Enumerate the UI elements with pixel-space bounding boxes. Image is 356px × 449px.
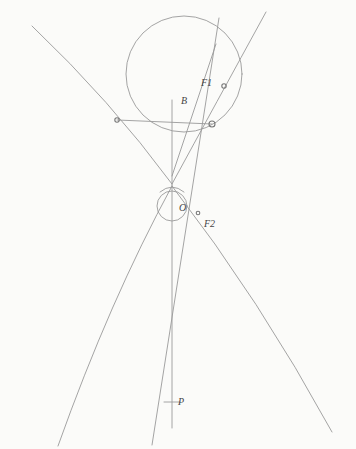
point — [115, 118, 119, 122]
point-label: F2 — [203, 219, 216, 229]
point-label: F1 — [200, 78, 213, 88]
point — [209, 121, 215, 127]
large-circle — [126, 16, 242, 132]
point-label: P — [177, 397, 185, 407]
horizontal-line — [117, 120, 212, 124]
axis-line — [172, 100, 173, 428]
curve-branch — [172, 12, 266, 184]
curve-branch — [58, 186, 172, 446]
point — [196, 211, 200, 215]
curve-branch — [32, 26, 172, 184]
point — [222, 84, 226, 88]
slanted-line — [152, 18, 219, 445]
point-label: O — [178, 203, 187, 213]
angle-arc — [160, 187, 184, 192]
slanted-line — [172, 44, 216, 176]
point-label: B — [180, 96, 188, 106]
curve-branch — [172, 186, 332, 432]
tick-mark — [164, 402, 180, 403]
